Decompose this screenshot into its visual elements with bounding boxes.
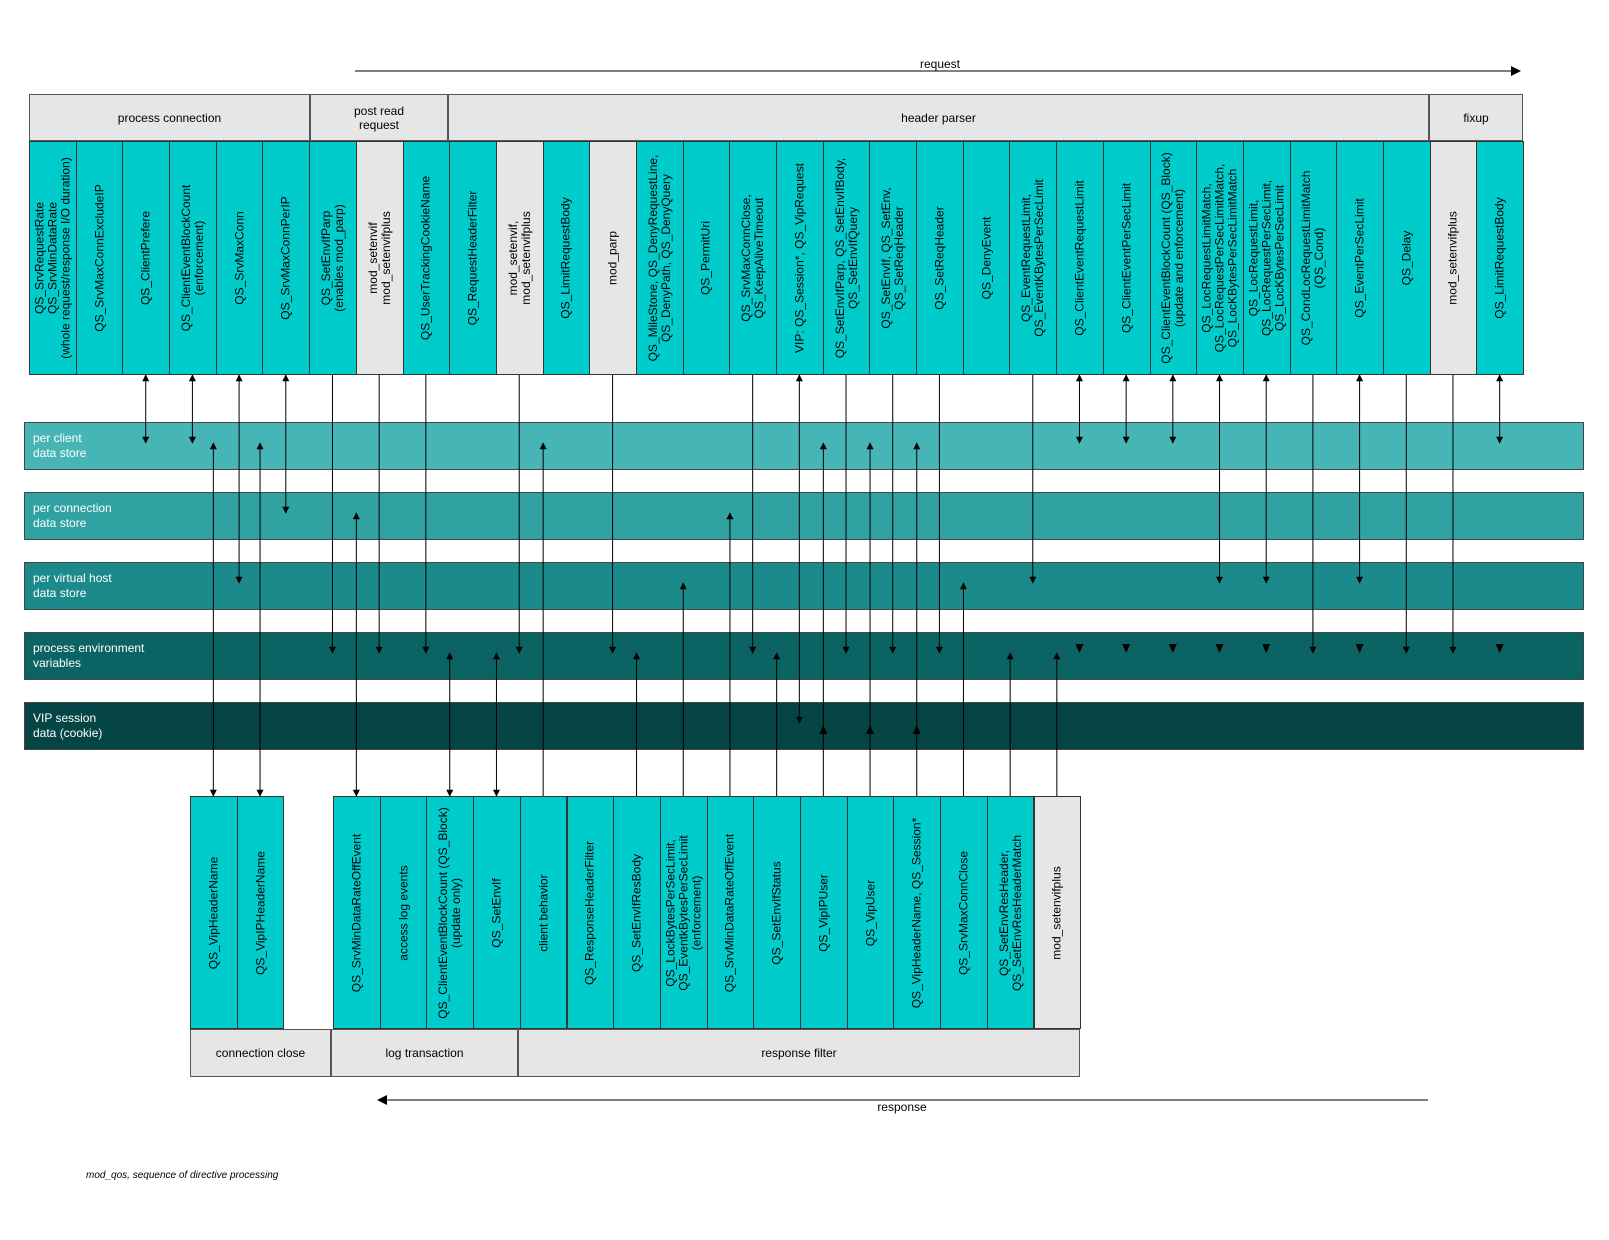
request-column-qs-srvmaxconnclose-qs-keepalivetimeout: QS_SrvMaxConnClose, QS_KeepAliveTimeout — [729, 141, 777, 375]
response-column-qs-responseheaderfilter: QS_ResponseHeaderFilter — [566, 796, 615, 1029]
store-process-environment-variables: process environment variables — [24, 632, 1584, 680]
request-column-qs-limitrequestbody: QS_LimitRequestBody — [542, 141, 591, 375]
response-column-qs-vipipheadername: QS_VipIPHeaderName — [236, 796, 285, 1029]
response-column-qs-vipheadername: QS_VipHeaderName — [190, 796, 238, 1029]
response-label: response — [877, 1100, 927, 1114]
request-column-vip-qs-session-qs-viprequest: VIP: QS_Session*, QS_VipRequest — [776, 141, 824, 375]
request-column-qs-clienteventblockcount-qs-block-update: QS_ClientEventBlockCount (QS_Block) (upd… — [1149, 141, 1198, 375]
phase-label: fixup — [1463, 110, 1489, 125]
request-column-qs-setreqheader: QS_SetReqHeader — [916, 141, 964, 375]
request-column-mod-setenvifplus: mod_setenvifplus — [1429, 141, 1478, 375]
phase-header-parser: header parser — [448, 94, 1429, 141]
phase-label: log transaction — [385, 1046, 464, 1060]
phase-fixup: fixup — [1429, 94, 1523, 141]
env-write-arrowhead — [1215, 644, 1224, 653]
request-column-qs-setenvif-qs-setenv-qs-setreqheader: QS_SetEnvIf, QS_SetEnv, QS_SetReqHeader — [869, 141, 918, 375]
store-label: VIP session data (cookie) — [33, 711, 103, 740]
phase-label: post read request — [353, 103, 405, 132]
request-column-qs-milestone-qs-denyrequestline-qs-denyp: QS_MileStone, QS_DenyRequestLine, QS_Den… — [635, 141, 684, 375]
request-column-qs-srvrequestrate-qs-srvmindatarate-whol: QS_SrvRequestRate QS_SrvMinDataRate (who… — [29, 141, 77, 375]
env-write-arrowhead — [1168, 644, 1177, 653]
request-column-qs-limitrequestbody: QS_LimitRequestBody — [1476, 141, 1524, 375]
response-column-access-log-events: access log events — [379, 796, 428, 1029]
request-label: request — [919, 57, 961, 71]
vip-write-arrowhead — [866, 725, 875, 734]
env-write-arrowhead — [1075, 644, 1084, 653]
request-column-qs-denyevent: QS_DenyEvent — [962, 141, 1011, 375]
response-column-qs-vipheadername-qs-session: QS_VipHeaderName, QS_Session* — [893, 796, 942, 1029]
request-column-qs-srvmaxconnperip: QS_SrvMaxConnPerIP — [262, 141, 311, 375]
request-column-mod-parp: mod_parp — [589, 141, 637, 375]
store-label: per connection data store — [33, 501, 112, 530]
request-column-qs-eventperseclimit: QS_EventPerSecLimit — [1336, 141, 1384, 375]
store-label: process environment variables — [33, 641, 145, 670]
store-vip-session-data-cookie: VIP session data (cookie) — [24, 702, 1584, 750]
request-column-qs-clientprefere: QS_ClientPrefere — [122, 141, 171, 375]
request-column-qs-setenvifparp-enables-mod-parp: QS_SetEnvIfParp (enables mod_parp) — [309, 141, 357, 375]
vip-write-arrowhead — [912, 725, 921, 734]
response-column-client-behavior: client behavior — [519, 796, 568, 1029]
request-column-qs-srvmaxconnexcludeip: QS_SrvMaxConnExcludeIP — [75, 141, 124, 375]
request-column-qs-requestheaderfilter: QS_RequestHeaderFilter — [449, 141, 497, 375]
store-per-virtual-host-data-store: per virtual host data store — [24, 562, 1584, 610]
response-column-qs-setenvresheader-qs-setenvresheadermat: QS_SetEnvResHeader, QS_SetEnvResHeaderMa… — [986, 796, 1035, 1029]
response-column-qs-lockbytesperseclimit-qs-eventkbytespe: QS_LockBytesPerSecLimit, QS_EventkBytesP… — [659, 796, 708, 1029]
env-write-arrowhead — [1355, 644, 1364, 653]
phase-response-filter: response filter — [518, 1029, 1080, 1077]
vip-write-arrowhead — [819, 725, 828, 734]
phase-connection-close: connection close — [190, 1029, 331, 1077]
phase-label: process connection — [117, 110, 222, 125]
response-column-mod-setenvifplus: mod_setenvifplus — [1033, 796, 1082, 1029]
phase-post-read-request: post read request — [310, 94, 448, 141]
request-column-qs-clienteventrequestlimit: QS_ClientEventRequestLimit — [1056, 141, 1104, 375]
response-column-qs-clienteventblockcount-qs-block-update: QS_ClientEventBlockCount (QS_Block) (upd… — [426, 796, 475, 1029]
store-label: per virtual host data store — [33, 571, 112, 600]
response-column-qs-setenvif: QS_SetEnvIf — [473, 796, 521, 1029]
diagram-caption: mod_qos, sequence of directive processin… — [86, 1170, 279, 1181]
request-column-qs-locrequestlimit-qs-locrequestpersecli: QS_LocRequestLimit, QS_LocRequestPerSecL… — [1242, 141, 1291, 375]
request-column-mod-setenvif-mod-setenvifplus: mod_setenvif mod_setenvifplus — [355, 141, 404, 375]
response-column-qs-vipipuser: QS_VipIPUser — [800, 796, 848, 1029]
env-write-arrowhead — [1122, 644, 1131, 653]
phase-process-connection: process connection — [29, 94, 310, 141]
request-column-qs-srvmaxconn: QS_SrvMaxConn — [215, 141, 264, 375]
phase-log-transaction: log transaction — [331, 1029, 518, 1077]
phase-label: connection close — [215, 1046, 306, 1060]
env-write-arrowhead — [1495, 644, 1504, 653]
request-column-qs-setenvifparp-qs-setenvifbody-qs-seten: QS_SetEnvIfParp, QS_SetEnvIfBody, QS_Set… — [822, 141, 871, 375]
phase-label: response filter — [761, 1046, 837, 1060]
phase-label: header parser — [901, 110, 976, 125]
response-column-qs-srvmindatarateoffevent: QS_SrvMinDataRateOffEvent — [706, 796, 755, 1029]
request-column-mod-setenvif-mod-setenvifplus: mod_setenvif, mod_setenvifplus — [495, 141, 544, 375]
response-column-qs-srvmindatarateoffevent: QS_SrvMinDataRateOffEvent — [333, 796, 381, 1029]
env-write-arrowhead — [1262, 644, 1271, 653]
store-label: per client data store — [33, 431, 87, 460]
